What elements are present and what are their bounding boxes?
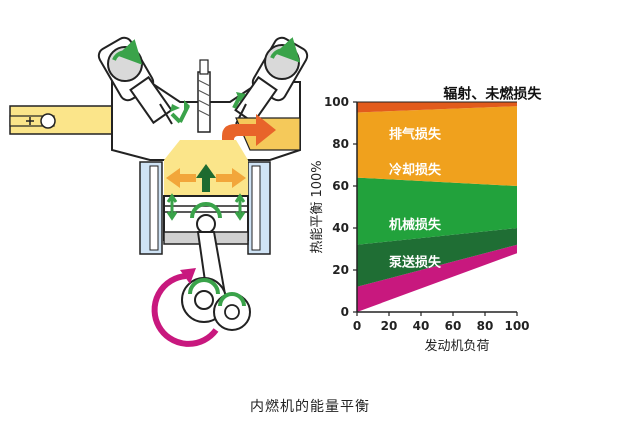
cam-rotation-arrow-icon bbox=[270, 37, 301, 63]
cooling-arrow-left-icon bbox=[166, 168, 196, 188]
friction-arrow-right-icon bbox=[234, 193, 246, 221]
wristpin-rotation-arrow-icon bbox=[190, 202, 222, 219]
x-tick-label: 80 bbox=[477, 319, 494, 333]
x-tick-label: 0 bbox=[353, 319, 361, 333]
band-label: 辐射、未燃损失 bbox=[443, 86, 542, 103]
band-1 bbox=[357, 228, 517, 287]
exhaust-arrow-icon bbox=[222, 114, 276, 156]
band-3 bbox=[357, 106, 517, 186]
band-label: 排气损失 bbox=[389, 127, 442, 143]
band-4 bbox=[357, 102, 517, 113]
x-tick-label: 60 bbox=[445, 319, 462, 333]
right-camshaft bbox=[234, 36, 309, 125]
crankshaft bbox=[151, 268, 251, 347]
energy-balance-chart: 0 20 40 60 80 100 0 20 40 60 80 100 发动机负荷 热能平衡 100% 有效… bbox=[310, 86, 542, 354]
y-tick-label: 80 bbox=[332, 137, 349, 151]
x-tick-label: 40 bbox=[413, 319, 430, 333]
left-camshaft bbox=[97, 36, 173, 125]
y-tick-label: 60 bbox=[332, 179, 349, 193]
y-tick-label: 20 bbox=[332, 263, 349, 277]
friction-arrow-left-icon bbox=[166, 193, 178, 221]
cooling-arrow-right-icon bbox=[216, 168, 246, 188]
y-tick-label: 40 bbox=[332, 221, 349, 235]
y-tick-label: 0 bbox=[341, 305, 349, 319]
crank-rotation-arrow-icon bbox=[151, 273, 219, 347]
intake-rod bbox=[9, 105, 131, 135]
cam-rotation-arrow-icon bbox=[112, 39, 143, 65]
band-label: 泵送损失 bbox=[389, 255, 442, 271]
band-2 bbox=[357, 177, 517, 245]
intake-pivot-icon bbox=[40, 113, 56, 129]
band-0 bbox=[357, 244, 517, 312]
band-label: 有效工作 bbox=[483, 269, 535, 285]
work-arrow-up-icon bbox=[196, 164, 216, 192]
x-axis-title: 发动机负荷 bbox=[424, 338, 489, 354]
y-tick-label: 100 bbox=[324, 95, 349, 109]
x-tick-label: 100 bbox=[504, 319, 529, 333]
y-axis-title: 热能平衡 100% bbox=[310, 160, 325, 253]
figure-caption: 内燃机的能量平衡 bbox=[250, 399, 370, 415]
x-tick-label: 20 bbox=[381, 319, 398, 333]
band-label: 机械损失 bbox=[389, 217, 442, 233]
band-label: 冷却损失 bbox=[389, 162, 442, 178]
spark-plug bbox=[197, 59, 211, 133]
engine-cross-section bbox=[9, 36, 309, 347]
